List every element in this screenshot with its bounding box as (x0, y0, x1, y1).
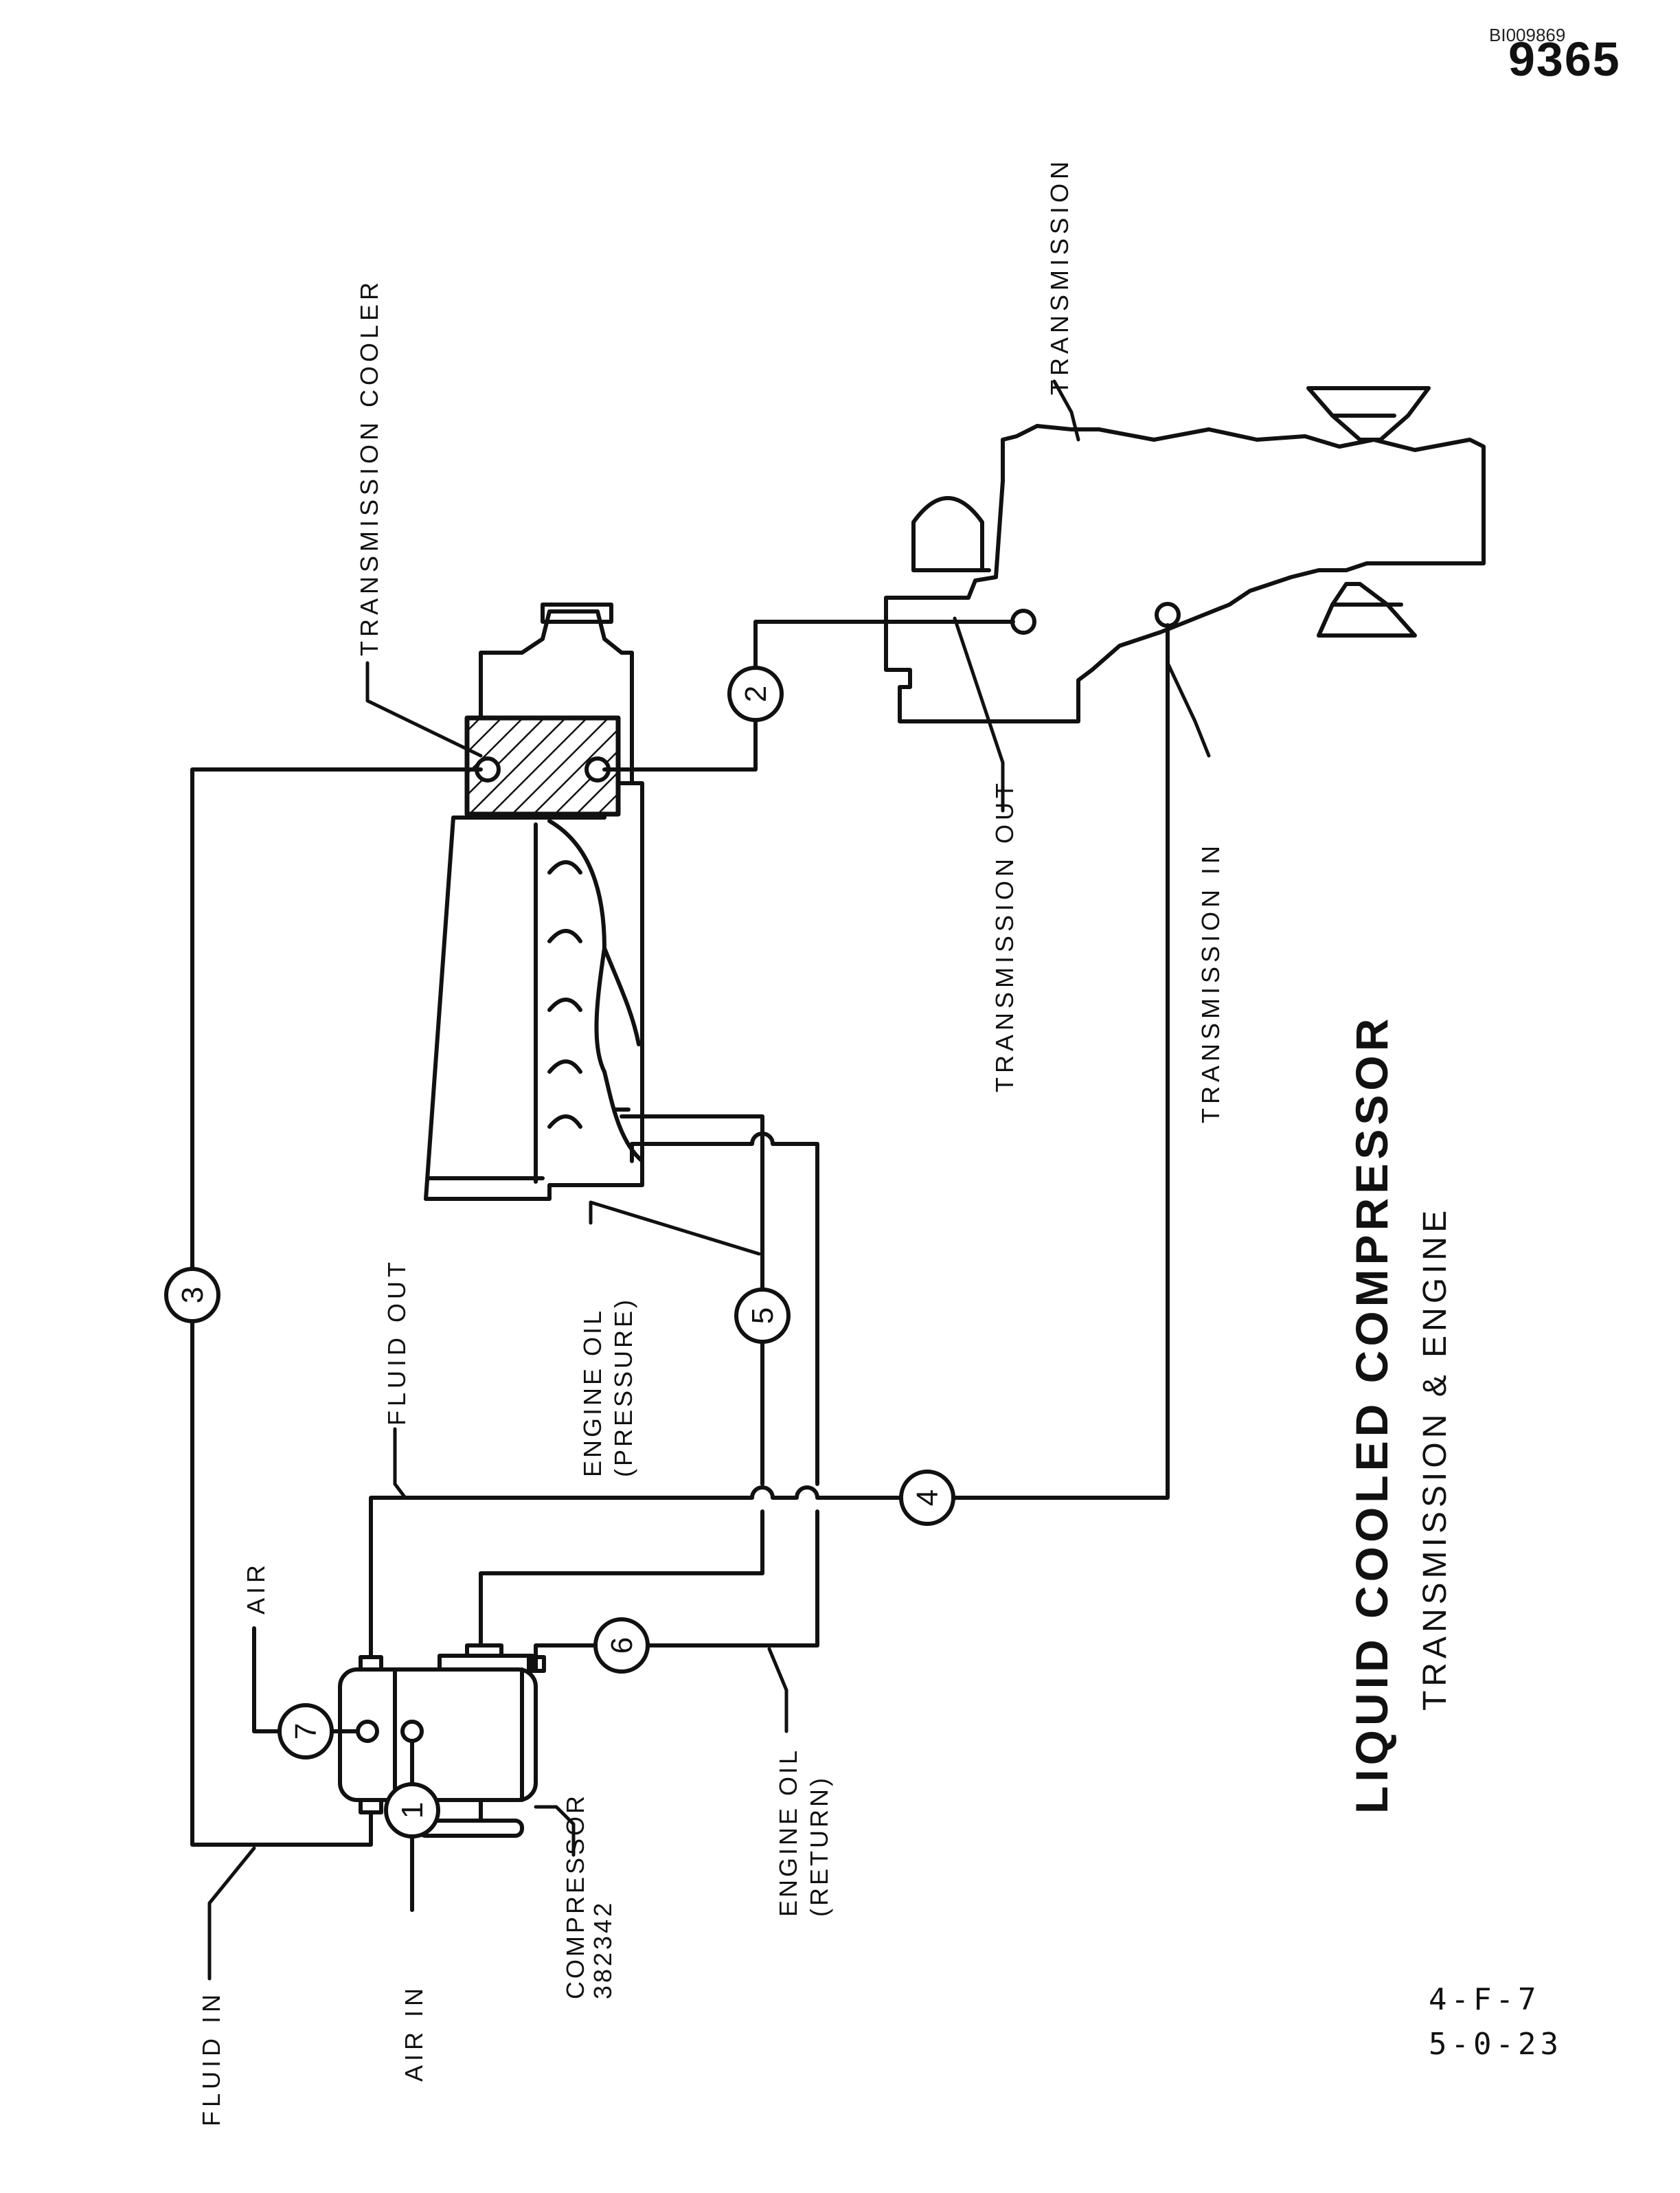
label-engine-oil-pressure: ENGINE OIL (578, 1308, 606, 1477)
diagram-title: LIQUID COOLED COMPRESSOR (1346, 1015, 1397, 1814)
svg-text:2: 2 (739, 686, 773, 702)
label-compressor: COMPRESSOR (561, 1793, 589, 1999)
svg-text:7: 7 (289, 1723, 323, 1740)
label-compressor-part: 382342 (589, 1900, 617, 1999)
fluid-lines (190, 620, 1170, 1912)
callout-3: 3 (164, 1267, 220, 1323)
document-id: BI009869 (1489, 25, 1566, 45)
label-engine-oil-return-sub: (RETURN) (805, 1775, 833, 1917)
diagram-subtitle: TRANSMISSION & ENGINE (1417, 1206, 1453, 1711)
callout-2: 2 (727, 666, 784, 722)
label-transmission-out: TRANSMISSION OUT (990, 779, 1019, 1092)
drawing-code-1: 4-F-7 (1429, 1982, 1541, 2017)
label-fluid-in: FLUID IN (197, 1990, 225, 2126)
callout-1: 1 (384, 1782, 440, 1838)
label-transmission: TRANSMISSION (1045, 157, 1074, 395)
page-number: 9365 (1508, 32, 1621, 86)
callout-5: 5 (734, 1287, 791, 1344)
label-air-in: AIR IN (400, 1984, 428, 2082)
svg-text:6: 6 (605, 1637, 639, 1654)
svg-text:5: 5 (746, 1307, 780, 1324)
callout-6: 6 (593, 1617, 650, 1674)
callout-7: 7 (277, 1703, 334, 1759)
labels: TRANSMISSION COOLER TRANSMISSION TRANSMI… (197, 157, 1225, 2126)
drawing-code-2: 5-0-23 (1429, 2027, 1563, 2062)
label-fluid-out: FLUID OUT (383, 1258, 411, 1426)
svg-text:3: 3 (176, 1287, 209, 1303)
transmission-housing (884, 386, 1486, 723)
callout-4: 4 (899, 1470, 955, 1526)
label-air: AIR (242, 1561, 270, 1615)
label-transmission-cooler: TRANSMISSION COOLER (355, 278, 383, 656)
label-transmission-in: TRANSMISSION IN (1196, 842, 1225, 1123)
leader-lines (207, 379, 1211, 1981)
label-engine-oil-pressure-sub: (PRESSURE) (609, 1297, 637, 1477)
title-block: LIQUID COOLED COMPRESSOR TRANSMISSION & … (1346, 1015, 1453, 1814)
svg-text:1: 1 (396, 1802, 429, 1819)
transmission-cooler (464, 715, 621, 817)
engine-block (424, 603, 644, 1201)
svg-text:4: 4 (911, 1489, 944, 1506)
compressor (338, 1643, 546, 1838)
label-engine-oil-return: ENGINE OIL (774, 1748, 802, 1917)
